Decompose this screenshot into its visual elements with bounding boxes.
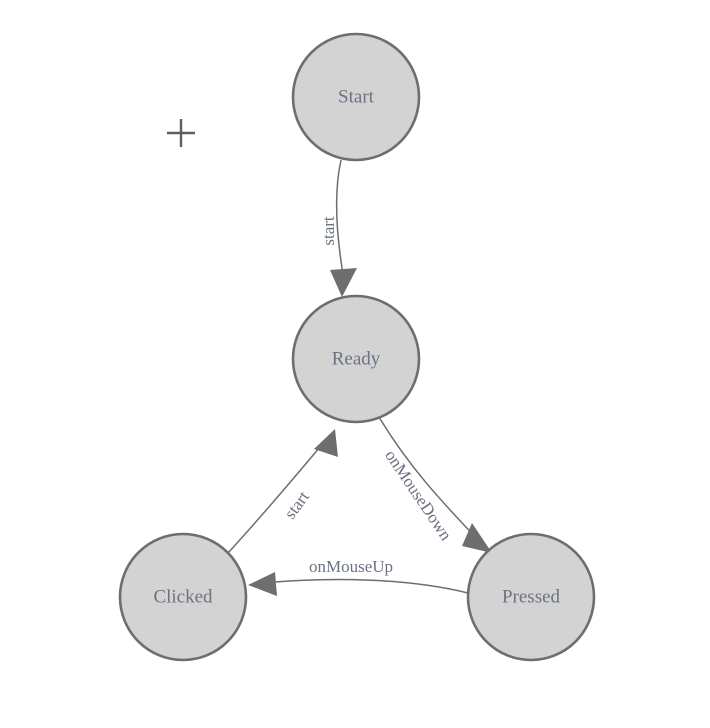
node-shape <box>291 32 421 162</box>
node-ready[interactable]: Ready <box>291 294 421 424</box>
arrowhead-icon <box>314 429 338 457</box>
arrowhead-icon <box>330 268 357 297</box>
node-pressed[interactable]: Pressed <box>466 532 596 662</box>
arrowhead-icon <box>248 572 277 596</box>
edge-label-start: start <box>319 216 338 246</box>
edge-line <box>227 440 326 554</box>
node-label: Start <box>338 86 375 107</box>
edge-ready-to-pressed[interactable]: onMouseDown <box>378 416 492 553</box>
edge-pressed-to-clicked[interactable]: onMouseUp <box>248 557 469 596</box>
node-shape <box>291 294 421 424</box>
edge-clicked-to-ready[interactable]: start <box>227 429 338 554</box>
node-clicked[interactable]: Clicked <box>118 532 248 662</box>
crosshair-icon <box>167 119 195 147</box>
edge-label-start-return: start <box>280 487 313 522</box>
edge-line <box>335 159 345 281</box>
edge-label-onmouseup: onMouseUp <box>309 557 393 576</box>
node-shape <box>466 532 596 662</box>
edge-line <box>262 578 469 594</box>
nodes-layer: Start Ready Clicked Pressed <box>118 32 596 662</box>
node-label: Ready <box>332 348 381 369</box>
node-label: Pressed <box>502 586 561 607</box>
edge-label-onmousedown: onMouseDown <box>381 446 456 544</box>
node-shape <box>118 532 248 662</box>
arrowhead-icon <box>462 523 492 553</box>
edge-start-to-ready[interactable]: start <box>319 159 357 297</box>
node-label: Clicked <box>153 586 213 607</box>
node-start[interactable]: Start <box>291 32 421 162</box>
